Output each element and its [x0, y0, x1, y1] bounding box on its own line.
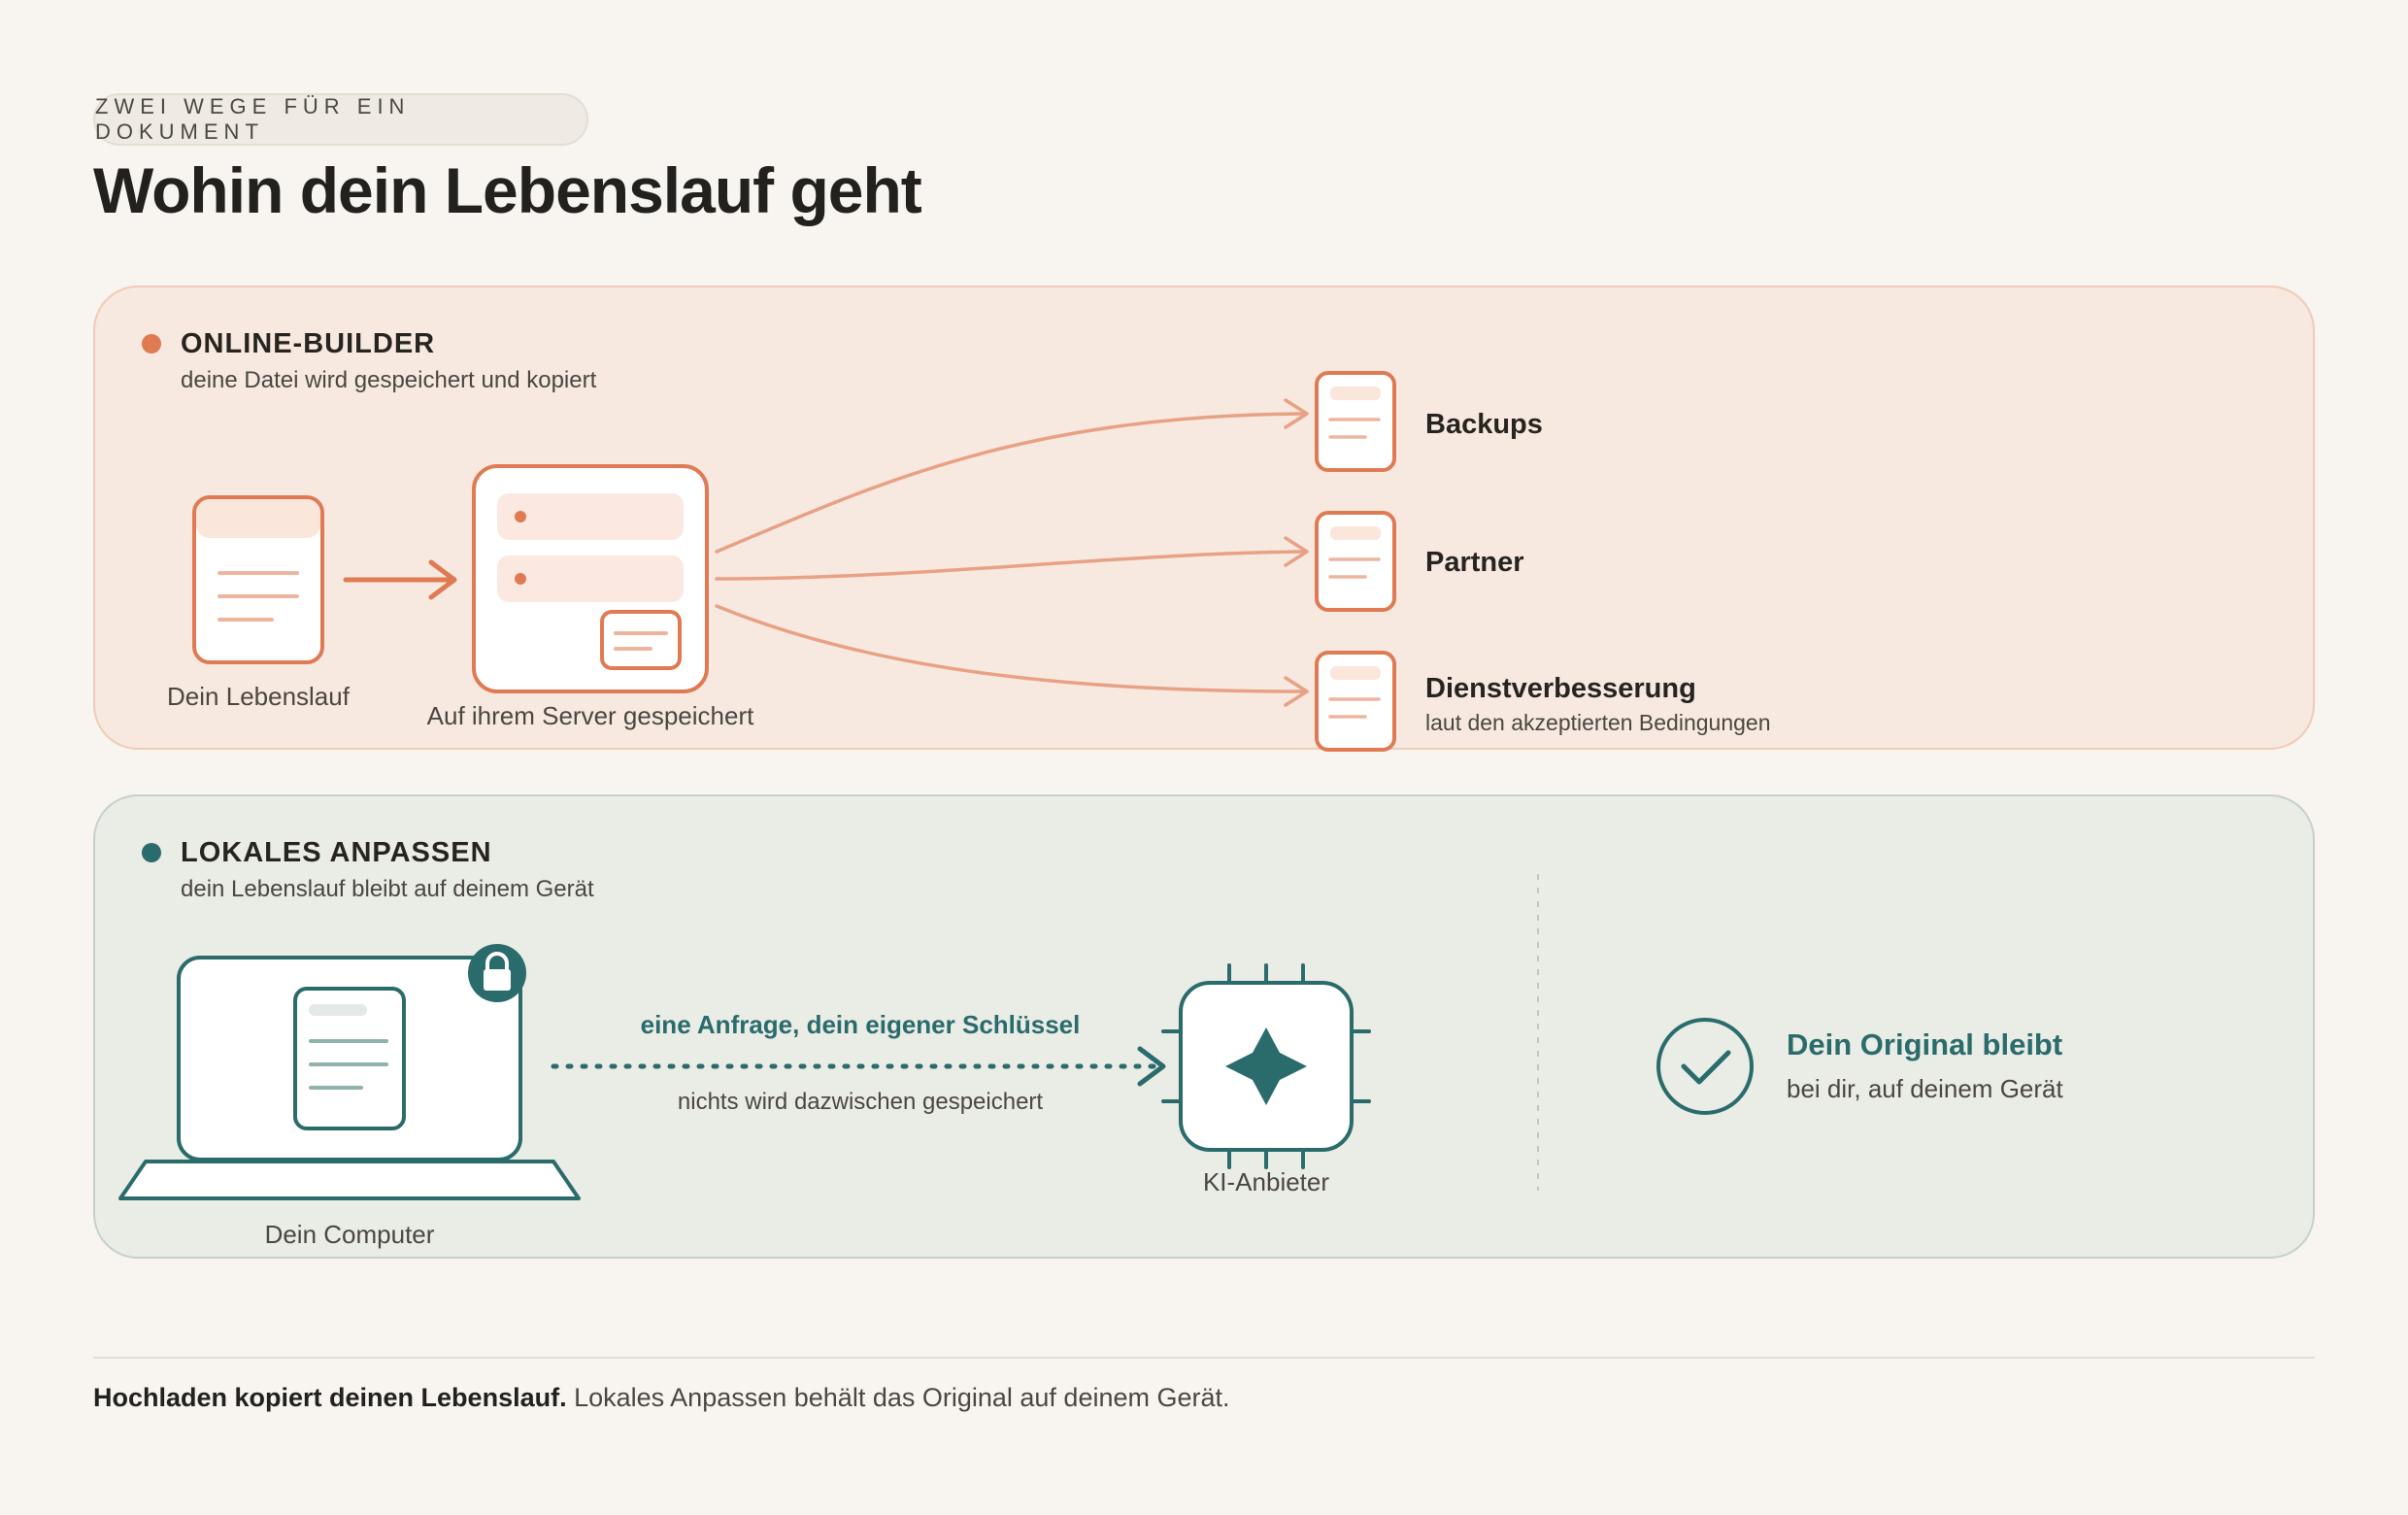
- request-arrow: [551, 1046, 1166, 1087]
- request-note: nichts wird dazwischen gespeichert: [678, 1089, 1044, 1115]
- online-section-subtitle: deine Datei wird gespeichert und kopiert: [181, 367, 597, 393]
- footer-bold: Hochladen kopiert deinen Lebenslauf.: [93, 1383, 567, 1412]
- check-icon: [1656, 1018, 1754, 1115]
- laptop-document-icon: [293, 987, 406, 1130]
- local-section-subtitle: dein Lebenslauf bleibt auf deinem Gerät: [181, 876, 594, 902]
- result-note: bei dir, auf deinem Gerät: [1787, 1074, 2063, 1103]
- server-icon: [472, 464, 709, 693]
- computer-label: Dein Computer: [265, 1220, 435, 1249]
- local-section-title: LOKALES ANPASSEN: [181, 837, 492, 868]
- sparkle-icon: [1225, 1027, 1307, 1105]
- service-document-icon: [1315, 651, 1396, 752]
- footer-text: Hochladen kopiert deinen Lebenslauf. Lok…: [93, 1383, 1230, 1413]
- copy-arrows: [715, 398, 1309, 707]
- resume-label: Dein Lebenslauf: [167, 682, 351, 711]
- online-section-dot: [142, 334, 161, 354]
- footer-rest: Lokales Anpassen behält das Original auf…: [566, 1383, 1230, 1412]
- ai-provider-label: KI-Anbieter: [1203, 1167, 1329, 1196]
- result-title: Dein Original bleibt: [1787, 1027, 2062, 1061]
- local-section-dot: [142, 843, 161, 862]
- destination-service-note: laut den akzeptierten Bedingungen: [1425, 710, 1771, 735]
- laptop-icon: [118, 956, 581, 1200]
- partner-document-icon: [1315, 511, 1396, 612]
- upload-arrow: [343, 559, 457, 600]
- resume-document-icon: [192, 495, 324, 664]
- online-builder-panel: [93, 286, 2315, 750]
- destination-partner-label: Partner: [1425, 547, 1524, 578]
- request-label: eine Anfrage, dein eigener Schlüssel: [641, 1010, 1081, 1039]
- eyebrow-badge: ZWEI WEGE FÜR EIN DOKUMENT: [93, 93, 588, 146]
- server-label: Auf ihrem Server gespeichert: [427, 701, 754, 730]
- lock-icon: [468, 944, 526, 1002]
- backups-document-icon: [1315, 371, 1396, 472]
- destination-service-label: Dienstverbesserung: [1425, 673, 1696, 704]
- online-section-title: ONLINE-BUILDER: [181, 328, 436, 359]
- destination-backups-label: Backups: [1425, 409, 1543, 440]
- footer-divider: [93, 1357, 2315, 1359]
- page-title: Wohin dein Lebenslauf geht: [93, 154, 922, 226]
